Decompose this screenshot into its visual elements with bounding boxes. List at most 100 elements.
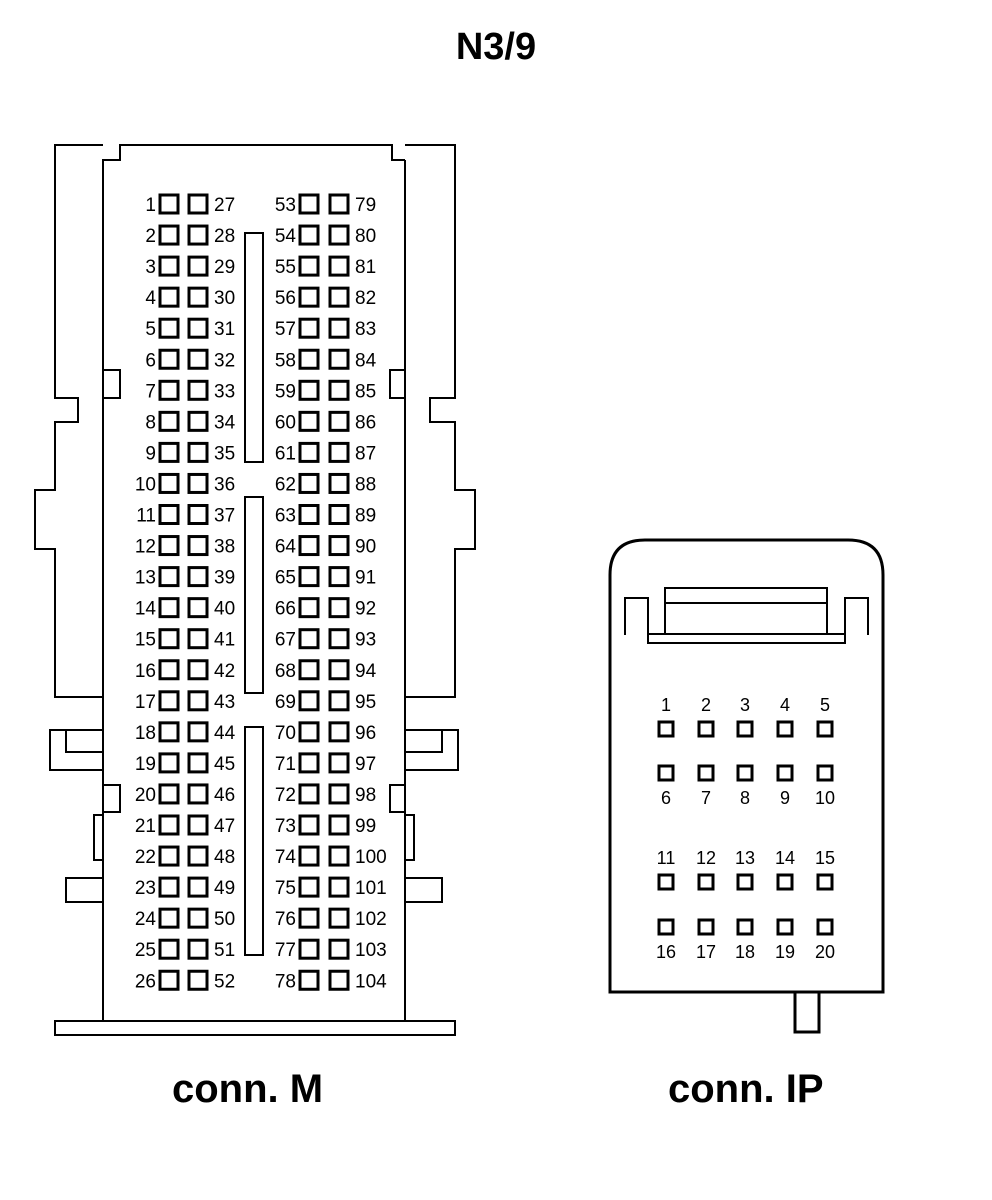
connector-ip-stub — [793, 990, 821, 1034]
connector-m-pin — [298, 317, 320, 339]
connector-m-pin — [187, 441, 209, 463]
connector-m-pin — [328, 752, 350, 774]
connector-m-pin-label: 70 — [275, 723, 296, 744]
connector-m-pin — [328, 410, 350, 432]
connector-m-pin — [187, 410, 209, 432]
connector-m-pin-label: 85 — [355, 381, 376, 402]
connector-ip-pin-label: 10 — [815, 788, 835, 808]
connector-ip-pin — [816, 873, 834, 891]
connector-m-pin-label: 2 — [145, 226, 156, 247]
connector-m-pin — [328, 721, 350, 743]
connector-m-pin-label: 12 — [135, 537, 156, 558]
connector-m-pin — [328, 938, 350, 960]
connector-m-pin-label: 90 — [355, 537, 376, 558]
connector-m-pin — [158, 504, 180, 525]
connector-m-pin-label: 53 — [275, 195, 296, 216]
connector-m-left-tab-2 — [103, 784, 121, 813]
connector-m-pin-label: 64 — [275, 537, 297, 558]
connector-m-pin — [187, 783, 209, 805]
connector-ip-pin — [776, 764, 794, 782]
connector-ip-pin-label: 12 — [696, 848, 716, 868]
connector-m-pin — [298, 659, 320, 681]
connector-m-pin-label: 41 — [214, 630, 235, 651]
connector-ip-pin — [736, 918, 754, 936]
connector-m-pin-label: 57 — [275, 319, 296, 340]
connector-m-pin — [298, 348, 320, 370]
connector-ip-latch-frame — [624, 597, 869, 644]
connector-ip-pin-label: 20 — [815, 942, 835, 962]
connector-m-pin-label: 13 — [135, 568, 156, 589]
connector-m-pin-label: 10 — [135, 474, 156, 495]
connector-m-pin — [158, 348, 180, 370]
connector-m-pin — [187, 752, 209, 774]
connector-m-left-rail — [93, 814, 103, 861]
connector-ip-pin — [816, 764, 834, 782]
connector-m-pin-label: 101 — [355, 878, 387, 899]
connector-m-pin — [187, 286, 209, 308]
connector-m-pin-label: 17 — [135, 692, 156, 713]
connector-m-right-foot — [405, 877, 443, 903]
connector-m-pin-label: 100 — [355, 847, 387, 868]
connector-m-pin-label: 18 — [135, 723, 156, 744]
connector-m-pin-label: 95 — [355, 692, 376, 713]
connector-m-pin — [187, 969, 209, 991]
connector-m-pin — [328, 286, 350, 308]
connector-ip-pin-label: 5 — [820, 695, 830, 715]
connector-m-pin-label: 50 — [214, 909, 235, 930]
connector-m-pin-label: 91 — [355, 568, 376, 589]
connector-m-pin — [158, 628, 180, 650]
connector-m-body-left — [102, 144, 405, 161]
connector-m-pin — [187, 907, 209, 929]
connector-ip-pin — [657, 873, 675, 891]
connector-m-pin-label: 21 — [135, 816, 156, 837]
connector-m-pin — [328, 845, 350, 867]
connector-m-pin-label: 6 — [145, 350, 156, 371]
connector-m-pin-label: 86 — [355, 412, 376, 433]
connector-m-pin — [158, 907, 180, 929]
connector-m-pin-label: 56 — [275, 288, 296, 309]
connector-m-pin-label: 37 — [214, 506, 235, 527]
connector-m-pin — [328, 224, 350, 246]
connector-m-pin-label: 44 — [214, 723, 236, 744]
connector-m-right-tab — [389, 369, 405, 399]
connector-m-pin — [328, 876, 350, 898]
connector-m-pin-label: 9 — [145, 443, 156, 464]
connector-m — [34, 144, 476, 1036]
connector-m-pin — [158, 535, 180, 557]
connector-m-pin — [298, 752, 320, 774]
connector-m-pin — [328, 969, 350, 991]
connector-m-pin-label: 59 — [275, 381, 296, 402]
connector-m-pin-label: 89 — [355, 506, 376, 527]
connector-m-pin-label: 38 — [214, 537, 235, 558]
connector-m-pin-label: 5 — [145, 319, 156, 340]
connector-m-caption: conn. M — [172, 1067, 324, 1111]
connector-m-pin-label: 87 — [355, 443, 376, 464]
connector-m-pin-label: 15 — [135, 630, 156, 651]
connector-m-pin — [298, 410, 320, 432]
connector-ip-pin-label: 7 — [701, 788, 711, 808]
connector-m-pin — [328, 379, 350, 401]
connector-m-pin — [187, 628, 209, 650]
connector-m-pin-label: 103 — [355, 940, 387, 961]
connector-m-pin — [187, 504, 209, 525]
connector-m-pin — [158, 472, 180, 494]
connector-m-pin — [298, 690, 320, 712]
connector-m-pin — [158, 255, 180, 277]
connector-ip-body — [608, 538, 885, 994]
connector-ip-pin-label: 9 — [780, 788, 790, 808]
connector-ip-pin-label: 2 — [701, 695, 711, 715]
connector-m-pin-label: 46 — [214, 785, 235, 806]
connector-m-pin-label: 29 — [214, 257, 235, 278]
connector-m-pin-label: 78 — [275, 971, 296, 992]
connector-ip-pin-label: 17 — [696, 942, 716, 962]
connector-m-pin — [187, 317, 209, 339]
connector-m-pin — [328, 317, 350, 339]
connector-m-pin — [158, 659, 180, 681]
connector-m-pin-label: 63 — [275, 506, 296, 527]
connector-ip-pin — [816, 918, 834, 936]
connector-ip-latch — [664, 587, 828, 635]
connector-m-pin — [328, 255, 350, 277]
connector-m-pin — [328, 193, 350, 215]
connector-m-pin-label: 62 — [275, 474, 296, 495]
